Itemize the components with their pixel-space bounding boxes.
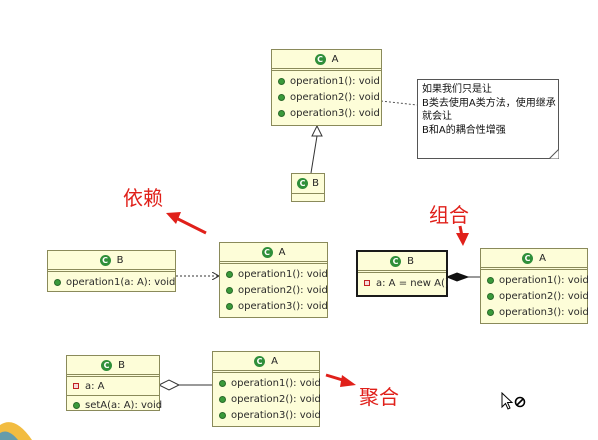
class-name: B [407,255,414,267]
public-operation-icon [73,401,80,409]
class-b-aggregation[interactable]: C B a: A setA(a: A): void [66,355,162,414]
public-operation-icon [487,292,494,300]
attributes-section: a: A = new A() [358,273,449,293]
class-icon: C [261,246,273,258]
class-name: B [118,359,125,371]
class-icon: C [314,53,326,65]
operations-section: operation1(a: A): void [48,272,175,292]
operation-row: operation1(): void [481,272,589,288]
operations-section: operation1(): void operation2(): void op… [481,270,589,322]
class-b-composition[interactable]: C B a: A = new A() [356,250,449,297]
public-operation-icon [278,93,285,101]
generalization-triangle [311,124,323,137]
class-name: A [271,355,278,367]
operation-row: operation2(): void [272,89,381,105]
attribute-row: a: A = new A() [358,275,449,291]
operation-row: operation1(): void [272,73,381,89]
class-name: A [539,252,546,264]
public-operation-icon [226,302,233,310]
public-operation-icon [278,109,285,117]
operation-row: operation1(): void [213,375,321,391]
public-operation-icon [487,276,494,284]
class-icon: C [99,254,111,266]
class-header: C B [358,252,446,273]
dependency-label: 依赖 [123,186,163,210]
public-operation-icon [54,278,61,286]
class-icon: C [390,255,402,267]
public-operation-icon [487,308,494,316]
public-operation-icon [219,395,226,403]
generalization-line [310,135,318,174]
operations-section: operation1(): void operation2(): void op… [213,373,321,425]
dependency-red-arrow [175,216,207,235]
class-name: B [116,254,124,266]
class-name: A [331,53,339,65]
class-icon: C [297,178,309,189]
public-operation-icon [219,379,226,387]
class-a-aggregation[interactable]: C A operation1(): void operation2(): voi… [212,351,321,427]
class-header: C A [220,243,327,264]
operations-section: setA(a: A): void [67,396,162,414]
operation-row: operation3(): void [213,407,321,423]
aggregation-label: 聚合 [359,385,399,409]
operation-row: operation2(): void [481,288,589,304]
operation-row: operation1(): void [220,266,328,282]
class-icon: C [254,355,266,367]
operation-row: operation1(a: A): void [48,274,175,290]
operation-row: operation2(): void [220,282,328,298]
private-attribute-icon [364,280,370,286]
class-name: B [312,178,319,189]
note-fold-icon [549,149,559,159]
public-operation-icon [219,411,226,419]
private-attribute-icon [73,383,79,389]
operation-row: operation3(): void [481,304,589,320]
no-entry-icon [514,396,526,408]
note-line: B和A的耦合性增强 [422,124,506,136]
class-icon: C [522,252,534,264]
note-connector [380,100,418,106]
class-header: C A [481,249,587,270]
note-line: B类去使用A类方法，使用继承 [422,97,556,109]
class-a-top-header: C A [272,50,381,71]
operations-section: operation1(): void operation2(): void op… [220,264,328,316]
note-line: 就会让 [422,111,452,122]
public-operation-icon [278,77,285,85]
aggregation-diamond [157,379,181,391]
class-icon: C [101,359,113,371]
class-b-top-header: C B [292,174,324,194]
comment-note[interactable]: 如果我们只是让 B类去使用A类方法，使用继承 就会让 B和A的耦合性增强 [417,79,559,159]
class-b-top[interactable]: C B [291,173,325,202]
note-line: 如果我们只是让 [422,84,492,95]
class-a-composition[interactable]: C A operation1(): void operation2(): voi… [480,248,589,324]
operation-row: operation3(): void [272,105,381,121]
operation-row: operation3(): void [220,298,328,314]
operation-row: setA(a: A): void [67,397,162,413]
mouse-cursor-icon [501,392,526,410]
class-a-dependency[interactable]: C A operation1(): void operation2(): voi… [219,242,328,318]
class-a-top[interactable]: C A operation1(): void operation2(): voi… [271,49,382,126]
class-header: C A [213,352,319,373]
attribute-row: a: A [67,378,159,394]
class-header: C B [48,251,175,272]
operation-row: operation2(): void [213,391,321,407]
public-operation-icon [226,270,233,278]
operations-section: operation1(): void operation2(): void op… [272,71,381,123]
composition-diamond [445,272,470,282]
class-name: A [278,246,286,258]
composition-label: 组合 [429,203,469,227]
attributes-section: a: A [67,377,159,396]
class-b-dependency[interactable]: C B operation1(a: A): void [47,250,176,292]
public-operation-icon [226,286,233,294]
class-header: C B [67,356,159,377]
